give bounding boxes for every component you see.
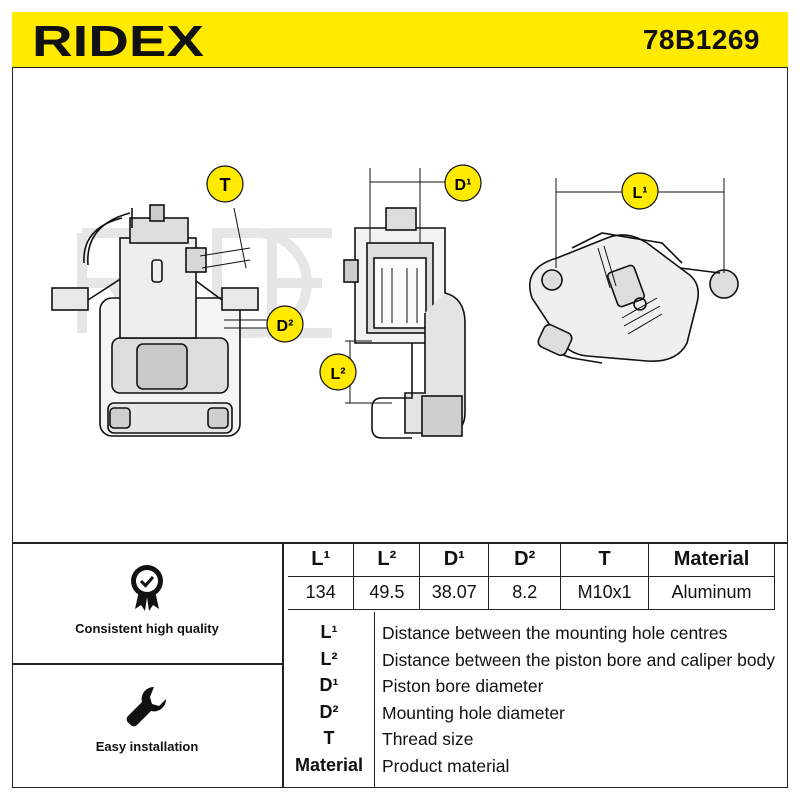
caliper-section-view xyxy=(343,207,466,439)
quality-badge-icon xyxy=(131,565,163,611)
spec-value: M10x1 xyxy=(560,575,650,610)
legend-row: L¹ Distance between the mounting hole ce… xyxy=(288,620,778,647)
caliper-front-view xyxy=(51,204,259,437)
label-t: T xyxy=(206,165,244,203)
label-l2: L² xyxy=(319,353,357,391)
spec-value: 134 xyxy=(288,575,355,610)
legend-desc: Product material xyxy=(382,755,510,776)
features-panel: Consistent high quality Easy installatio… xyxy=(12,543,282,788)
col-header: T xyxy=(560,543,650,577)
legend-row: T Thread size xyxy=(288,726,778,753)
legend-key: Material xyxy=(294,754,364,775)
label-d2: D² xyxy=(266,305,304,343)
feature-label: Consistent high quality xyxy=(75,621,219,636)
part-number: 78B1269 xyxy=(642,24,760,55)
svg-text:D²: D² xyxy=(277,318,294,335)
svg-text:RIDEX: RIDEX xyxy=(32,17,204,64)
svg-text:D¹: D¹ xyxy=(455,177,472,194)
legend-desc: Distance between the piston bore and cal… xyxy=(382,649,776,670)
label-d1: D¹ xyxy=(444,164,482,202)
feature-installation: Easy installation xyxy=(12,683,282,754)
label-l1: L¹ xyxy=(621,172,659,210)
column-divider xyxy=(282,543,284,788)
legend-key: T xyxy=(323,728,335,748)
specs-value-row: 134 49.5 38.07 8.2 M10x1 Aluminum xyxy=(288,575,775,610)
feature-label: Easy installation xyxy=(95,739,199,754)
col-header: D¹ xyxy=(419,543,490,577)
legend-key: D¹ xyxy=(319,675,339,695)
spec-value: Aluminum xyxy=(648,575,775,610)
legend-row: D¹ Piston bore diameter xyxy=(288,673,778,700)
specs-table: L¹ L² D¹ D² T Material 134 49.5 38.07 8.… xyxy=(288,543,775,610)
spec-value: 8.2 xyxy=(488,575,562,610)
legend-desc: Thread size xyxy=(382,729,474,749)
col-header: L² xyxy=(353,543,421,577)
specs-header-row: L¹ L² D¹ D² T Material xyxy=(288,543,775,577)
legend-desc: Mounting hole diameter xyxy=(382,702,565,723)
dimension-l1 xyxy=(555,178,725,273)
technical-drawing: T D² D¹ L² xyxy=(51,164,739,439)
col-header: D² xyxy=(488,543,562,577)
legend-divider xyxy=(374,612,375,788)
feature-quality: Consistent high quality xyxy=(12,563,282,636)
svg-text:L¹: L¹ xyxy=(632,185,647,202)
legend-row: D² Mounting hole diameter xyxy=(288,700,778,727)
svg-text:L²: L² xyxy=(330,366,345,383)
legend-key: L¹ xyxy=(320,622,338,642)
svg-text:T: T xyxy=(220,175,231,195)
col-header: Material xyxy=(648,543,775,577)
spec-value: 49.5 xyxy=(353,575,421,610)
section-divider xyxy=(12,542,788,544)
col-header: L¹ xyxy=(288,543,355,577)
legend-row: Material Product material xyxy=(288,753,778,780)
caliper-iso-view xyxy=(529,232,739,364)
dimension-d2 xyxy=(224,319,270,329)
legend-key: D² xyxy=(319,701,339,722)
header-bar: RIDEX 78B1269 xyxy=(12,12,788,68)
legend-row: L² Distance between the piston bore and … xyxy=(288,647,778,674)
dimension-d1 xyxy=(369,168,447,243)
spec-value: 38.07 xyxy=(419,575,490,610)
legend-desc: Distance between the mounting hole centr… xyxy=(382,623,728,643)
wrench-icon xyxy=(126,686,167,727)
legend: L¹ Distance between the mounting hole ce… xyxy=(288,620,778,779)
legend-desc: Piston bore diameter xyxy=(382,676,544,696)
ridex-logo: RIDEX xyxy=(32,17,204,64)
dimension-t xyxy=(199,207,251,269)
feature-divider xyxy=(12,663,282,665)
legend-key: L² xyxy=(320,648,338,669)
